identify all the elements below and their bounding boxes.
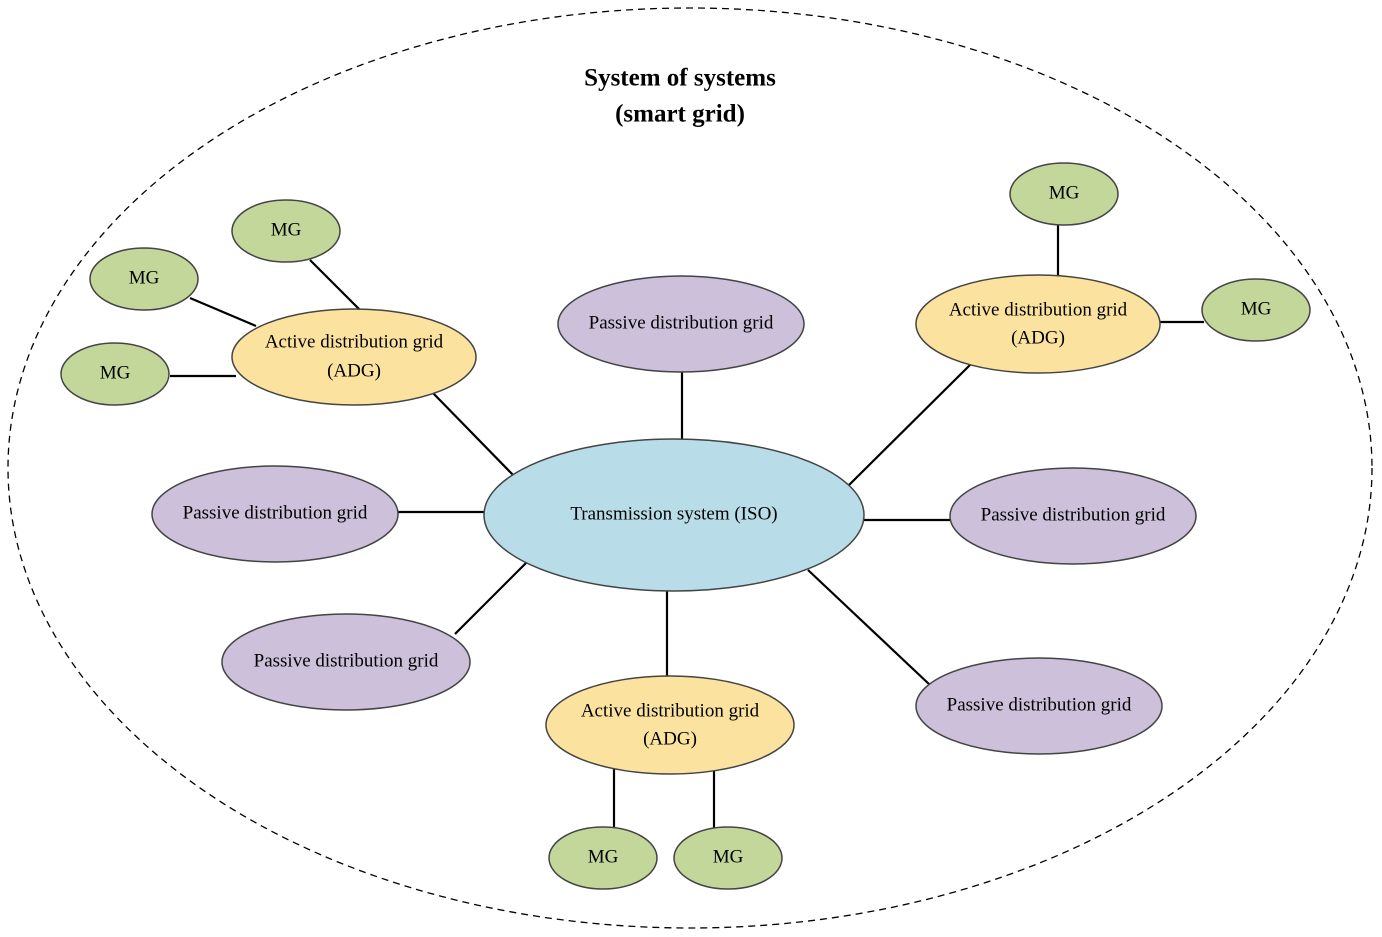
adg-right-label-line1: Active distribution grid: [949, 299, 1128, 320]
mg-bottom-right-node: MG: [673, 826, 783, 890]
edge-iso-adg-left: [431, 391, 515, 477]
mg-left-top-label: MG: [271, 219, 302, 240]
edge-iso-adg-right: [847, 364, 971, 487]
mg-left-low-label: MG: [100, 362, 131, 383]
adg-bottom-label-line2: (ADG): [643, 728, 697, 749]
mg-left-top-node: MG: [231, 199, 341, 263]
mg-right-top-shape: [1009, 162, 1119, 226]
mg-bottom-right-label: MG: [713, 846, 744, 867]
adg-left-label-line2: (ADG): [327, 360, 381, 381]
adg-right-shape: [915, 274, 1161, 374]
transmission-label: Transmission system (ISO): [570, 503, 777, 524]
adg-bottom-shape: [545, 675, 795, 775]
pdg-lower-left-shape: [221, 613, 471, 711]
adg-right-label-line2: (ADG): [1011, 327, 1065, 348]
pdg-left-shape: [151, 465, 399, 563]
pdg-top-shape: [557, 275, 805, 373]
edge-adg-left-mg-mid: [189, 296, 257, 328]
pdg-top-node: Passive distribution grid: [557, 275, 805, 373]
pdg-left-label: Passive distribution grid: [183, 502, 368, 523]
adg-bottom-node: Active distribution grid (ADG): [545, 675, 795, 775]
pdg-left-node: Passive distribution grid: [151, 465, 399, 563]
mg-bottom-left-label: MG: [588, 846, 619, 867]
adg-left-shape: [231, 308, 477, 406]
adg-left-node: Active distribution grid (ADG): [231, 308, 477, 406]
diagram-title-line1: System of systems: [584, 65, 776, 92]
diagram-title-line2: (smart grid): [615, 101, 745, 128]
edge-iso-pdg-lower-right: [807, 569, 931, 686]
transmission-shape: [483, 438, 865, 592]
mg-left-mid-shape: [89, 247, 199, 311]
pdg-right-label: Passive distribution grid: [981, 504, 1166, 525]
adg-right-node: Active distribution grid (ADG): [915, 274, 1161, 374]
adg-left-label-line1: Active distribution grid: [265, 331, 444, 352]
mg-left-mid-node: MG: [89, 247, 199, 311]
mg-left-low-node: MG: [60, 342, 170, 406]
pdg-lower-right-label: Passive distribution grid: [947, 694, 1132, 715]
adg-bottom-label-line1: Active distribution grid: [581, 700, 760, 721]
mg-bottom-left-shape: [548, 826, 658, 890]
system-boundary: [7, 7, 1373, 929]
mg-bottom-left-node: MG: [548, 826, 658, 890]
pdg-right-node: Passive distribution grid: [949, 467, 1197, 565]
mg-left-top-shape: [231, 199, 341, 263]
pdg-lower-right-node: Passive distribution grid: [915, 657, 1163, 755]
pdg-lower-right-shape: [915, 657, 1163, 755]
mg-right-side-node: MG: [1201, 278, 1311, 342]
pdg-lower-left-label: Passive distribution grid: [254, 650, 439, 671]
mg-left-low-shape: [60, 342, 170, 406]
mg-left-mid-label: MG: [129, 267, 160, 288]
mg-right-top-node: MG: [1009, 162, 1119, 226]
pdg-top-label: Passive distribution grid: [589, 312, 774, 333]
pdg-lower-left-node: Passive distribution grid: [221, 613, 471, 711]
mg-right-side-label: MG: [1241, 298, 1272, 319]
edge-adg-left-mg-top: [309, 259, 361, 311]
transmission-system-node: Transmission system (ISO): [483, 438, 865, 592]
connectors: [170, 225, 1204, 830]
mg-right-top-label: MG: [1049, 182, 1080, 203]
mg-bottom-right-shape: [673, 826, 783, 890]
edge-iso-pdg-lower-left: [454, 562, 527, 635]
pdg-right-shape: [949, 467, 1197, 565]
mg-right-side-shape: [1201, 278, 1311, 342]
